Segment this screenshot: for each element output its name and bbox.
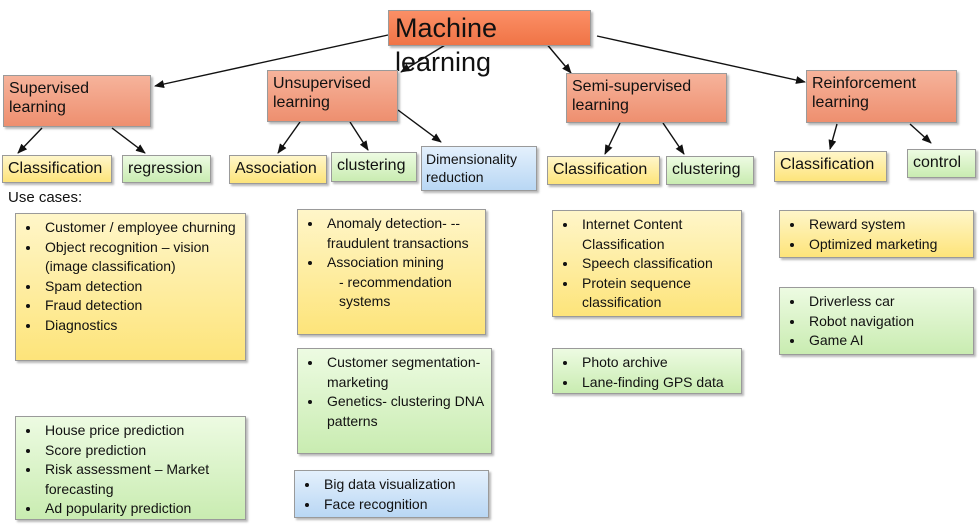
- list-item-text: Association mining: [327, 254, 444, 271]
- list-item: Ad popularity prediction: [41, 499, 241, 519]
- arrow-semi-clustering: [662, 122, 685, 155]
- arrow-uns-association: [277, 121, 301, 154]
- list-item: Internet Content Classification: [578, 215, 737, 254]
- node-uns-dimensionality: Dimensionality reduction: [421, 146, 537, 191]
- node-uns-association: Association: [229, 155, 327, 184]
- list-item: Reward system: [805, 215, 969, 235]
- arrow-sup-classification: [17, 127, 43, 154]
- list-uns-clustering: Customer segmentation- marketing Genetic…: [297, 348, 492, 454]
- title-node: Machine learning: [388, 10, 591, 77]
- node-sup-classification: Classification: [2, 155, 112, 183]
- list-item: Face recognition: [320, 495, 484, 515]
- list-item: Fraud detection: [41, 296, 241, 316]
- node-uns-clustering: clustering: [331, 152, 417, 182]
- use-cases-label: Use cases:: [8, 189, 83, 206]
- list-rl-classification: Reward system Optimized marketing: [779, 210, 974, 258]
- list-sup-classification: Customer / employee churning Object reco…: [15, 213, 246, 361]
- arrow-to-supervised: [154, 34, 389, 88]
- arrow-to-unsupervised: [400, 41, 451, 73]
- list-item: Anomaly detection- --fraudulent transact…: [323, 214, 481, 253]
- list-item: Association mining - recommendation syst…: [323, 253, 481, 312]
- list-semi-classification: Internet Content Classification Speech c…: [552, 210, 742, 317]
- list-item: Customer / employee churning: [41, 218, 241, 238]
- list-item-text: - recommendation systems: [339, 273, 452, 310]
- category-supervised: Supervised learning: [3, 75, 151, 127]
- category-reinforcement: Reinforcement learning: [806, 70, 957, 123]
- list-item: Spam detection: [41, 277, 241, 297]
- list-sup-regression: House price prediction Score prediction …: [15, 416, 246, 520]
- list-item: Protein sequence classification: [578, 274, 737, 313]
- arrow-uns-dimensionality: [397, 109, 442, 143]
- arrow-sup-regression: [111, 127, 146, 154]
- list-item: Object recognition – vision (image class…: [41, 238, 241, 277]
- list-uns-association: Anomaly detection- --fraudulent transact…: [297, 209, 486, 335]
- arrow-rl-control: [909, 123, 932, 144]
- list-item: Risk assessment – Market forecasting: [41, 460, 241, 499]
- node-semi-classification: Classification: [547, 156, 660, 185]
- list-item: House price prediction: [41, 421, 241, 441]
- list-item: Game AI: [805, 331, 969, 351]
- list-semi-clustering: Photo archive Lane-finding GPS data: [552, 348, 742, 394]
- list-uns-dimensionality: Big data visualization Face recognition: [294, 470, 489, 518]
- node-sup-regression: regression: [122, 155, 211, 183]
- list-item: Photo archive: [578, 353, 737, 373]
- arrow-uns-clustering: [349, 121, 369, 151]
- node-semi-clustering: clustering: [666, 156, 754, 185]
- category-unsupervised: Unsupervised learning: [267, 70, 398, 122]
- arrow-semi-classification: [604, 122, 621, 155]
- list-rl-control: Driverless car Robot navigation Game AI: [779, 287, 974, 355]
- category-semi-supervised: Semi-supervised learning: [566, 73, 727, 123]
- list-item: Driverless car: [805, 292, 969, 312]
- list-item: Speech classification: [578, 254, 737, 274]
- list-item: Big data visualization: [320, 475, 484, 495]
- arrow-rl-classification: [828, 123, 838, 150]
- list-item: Genetics- clustering DNA patterns: [323, 392, 487, 431]
- list-item: Diagnostics: [41, 316, 241, 336]
- list-item: Robot navigation: [805, 312, 969, 332]
- list-item: Optimized marketing: [805, 235, 969, 255]
- node-rl-control: control: [907, 149, 976, 178]
- node-rl-classification: Classification: [774, 151, 887, 182]
- list-item: Score prediction: [41, 441, 241, 461]
- arrow-to-semi-supervised: [544, 41, 572, 74]
- list-item: Customer segmentation- marketing: [323, 353, 487, 392]
- list-item: Lane-finding GPS data: [578, 373, 737, 393]
- arrow-to-reinforcement: [596, 35, 806, 84]
